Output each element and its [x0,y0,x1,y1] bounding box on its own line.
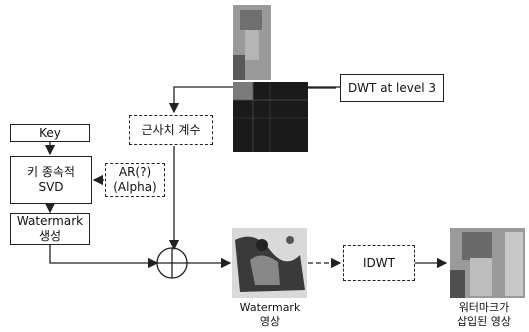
watermark-image-caption: Watermark 영상 [225,301,315,329]
coefficient-box: 근사치 계수 [129,115,213,145]
dwt-image [233,82,308,152]
svd-label-1: 키 종속적 [27,165,75,179]
result-caption-2: 삽입된 영상 [456,315,512,328]
idwt-label: IDWT [363,255,395,270]
dwt-level3-label: DWT at level 3 [347,80,437,95]
ar-label-1: AR(?) [118,165,152,179]
result-image-caption: 워터마크가 삽입된 영상 [440,301,528,329]
ar-label-2: (Alpha) [113,180,157,194]
watermark-image [232,228,307,298]
coefficient-label: 근사치 계수 [141,122,201,137]
ar-alpha-box: AR(?) (Alpha) [105,163,165,197]
watermark-caption-2: 영상 [259,315,281,328]
idwt-box: IDWT [343,245,415,281]
dwt-level3-box: DWT at level 3 [340,74,444,102]
result-caption-1: 워터마크가 [458,301,510,314]
watermark-gen-label-2: 생성 [38,229,62,243]
arrow-wmgen-to-adder [49,244,159,269]
watermark-caption-1: Watermark [239,301,301,314]
watermark-gen-box: Watermark 생성 [10,213,90,245]
original-image [233,5,271,80]
svd-label-2: SVD [38,180,64,194]
svd-box: 키 종속적 SVD [10,156,92,204]
key-box: Key [10,124,90,142]
watermark-gen-label-1: Watermark [16,214,84,228]
result-image [450,228,525,298]
key-label: Key [39,125,61,140]
